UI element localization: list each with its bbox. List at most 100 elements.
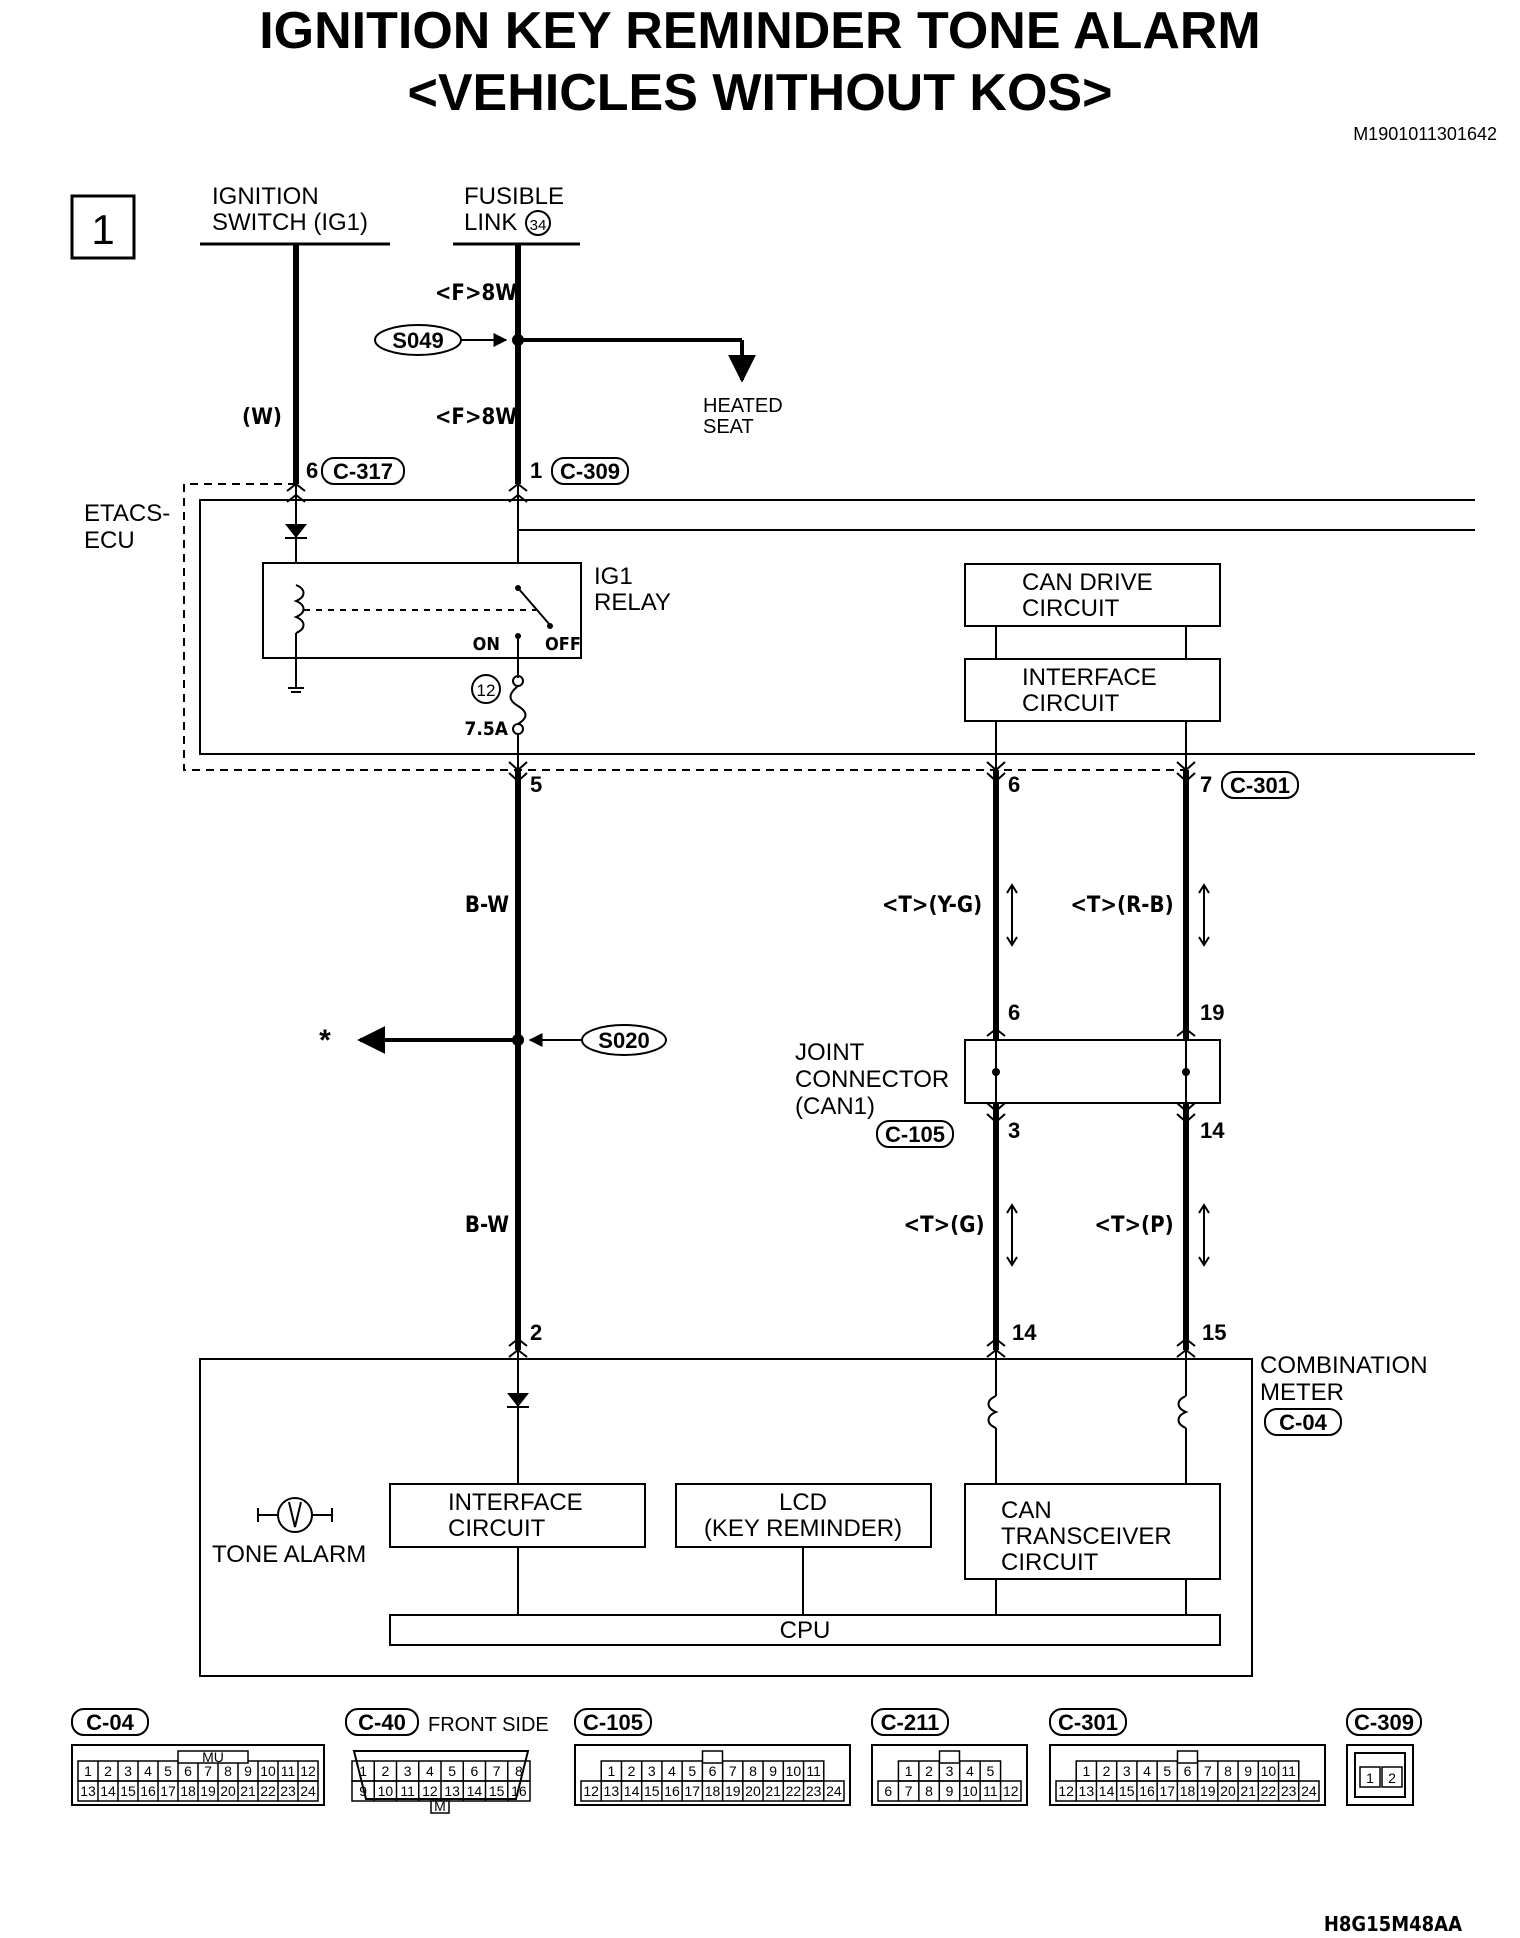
tone-alarm-label: TONE ALARM — [212, 1541, 366, 1568]
c301-pin-row — [1055, 1780, 1320, 1802]
joint-dot-right — [1182, 1068, 1190, 1076]
c105-pin-number: 7 — [729, 1763, 737, 1779]
interface-circuit-bottom-label: INTERFACE — [448, 1489, 583, 1516]
diagram-subtitle: <VEHICLES WITHOUT KOS> — [408, 64, 1113, 122]
c301-pin-number: 8 — [1224, 1763, 1232, 1779]
c301-pin-number: 19 — [1200, 1783, 1216, 1799]
c105-pin-number: 24 — [826, 1783, 842, 1799]
combination-meter-label-2: METER — [1260, 1379, 1344, 1406]
ignition-switch-label-2: SWITCH (IG1) — [212, 209, 368, 236]
c04-pin-number: 14 — [100, 1783, 116, 1799]
c40-pin-number: 6 — [470, 1763, 478, 1779]
heated-seat-label-2: SEAT — [703, 416, 754, 438]
page-number-box — [70, 194, 136, 260]
c04-pin-number: 16 — [140, 1783, 156, 1799]
etacs-ecu-label-2: ECU — [84, 527, 135, 554]
c40-key-tab — [430, 1800, 450, 1814]
c40-pin-number: 1 — [359, 1763, 367, 1779]
ig1-relay-label: IG1 — [594, 563, 633, 590]
c211-pin-number: 10 — [962, 1783, 978, 1799]
meter-coil-right-icon — [1177, 1395, 1189, 1429]
c105-label: C-105 — [885, 1122, 945, 1147]
c105-pin-number: 8 — [749, 1763, 757, 1779]
c211-pin-number: 2 — [925, 1763, 933, 1779]
c40-pin-number: 2 — [381, 1763, 389, 1779]
c301-pin-number: 5 — [1163, 1763, 1171, 1779]
c301-pin-number: 9 — [1244, 1763, 1252, 1779]
c301-pin-number: 24 — [1301, 1783, 1317, 1799]
pin-7-c301: 7 — [1200, 772, 1212, 797]
c105-pin-number: 21 — [765, 1783, 781, 1799]
c211-pin-number: 4 — [966, 1763, 974, 1779]
c211-pin-number: 5 — [986, 1763, 994, 1779]
c04-pin-number: 13 — [80, 1783, 96, 1799]
c40-face-name: C-40 — [358, 1710, 406, 1735]
relay-coil-icon — [293, 584, 305, 634]
interface-circuit-bottom-label-2: CIRCUIT — [448, 1515, 546, 1542]
asterisk-label: * — [319, 1024, 331, 1057]
c105-pin-number: 13 — [604, 1783, 620, 1799]
joint-connector-label-3: (CAN1) — [795, 1093, 875, 1120]
c105-pin-number: 17 — [684, 1783, 700, 1799]
c301-pin-number: 16 — [1139, 1783, 1155, 1799]
c301-pin-number: 23 — [1281, 1783, 1297, 1799]
c40-pin-number: 11 — [400, 1783, 415, 1799]
c301-pin-number: 4 — [1143, 1763, 1151, 1779]
c04-key-tab — [177, 1750, 249, 1764]
c309-outline — [1346, 1744, 1414, 1806]
combination-meter-label: COMBINATION — [1260, 1352, 1428, 1379]
document-code: M1901011301642 — [1353, 124, 1497, 144]
c309-inner — [1354, 1752, 1406, 1798]
cpu-label: CPU — [780, 1617, 831, 1644]
c211-pin-number: 12 — [1003, 1783, 1019, 1799]
can-drive-circuit-label-2: CIRCUIT — [1022, 595, 1120, 622]
c40-pin-number: 5 — [448, 1763, 456, 1779]
c105-key-tab — [701, 1750, 724, 1764]
c04-pin-number: 9 — [244, 1763, 252, 1779]
c309-pin-number: 2 — [1388, 1770, 1396, 1786]
c40-key-label: M — [434, 1798, 446, 1814]
c105-tag — [876, 1120, 954, 1148]
c105-pin-number: 22 — [786, 1783, 802, 1799]
c309-face-tag — [1346, 1708, 1422, 1736]
c105-pin-number: 6 — [709, 1763, 717, 1779]
c211-pin-number: 1 — [905, 1763, 913, 1779]
c309-label: C-309 — [560, 459, 620, 484]
c04-pin-number: 24 — [300, 1783, 316, 1799]
cpu-box — [389, 1614, 1221, 1646]
interface-circuit-top-label-2: CIRCUIT — [1022, 690, 1120, 717]
c105-pin-number: 15 — [644, 1783, 660, 1799]
fusible-number: 34 — [530, 217, 547, 234]
pin-15-meter: 15 — [1202, 1320, 1226, 1345]
wire-color-rb: <T>(R-B) — [1070, 893, 1173, 918]
c40-pin-number: 10 — [378, 1783, 394, 1799]
c301-key-tab — [1176, 1750, 1199, 1764]
c105-pin-number: 16 — [664, 1783, 680, 1799]
ignition-switch-label: IGNITION — [212, 183, 319, 210]
tone-alarm-needle — [288, 1501, 302, 1528]
c105-pin-number: 2 — [628, 1763, 636, 1779]
wire-color-g: <T>(G) — [903, 1213, 984, 1238]
fuse-rating: 7.5A — [464, 718, 508, 740]
c211-face-tag — [871, 1708, 949, 1736]
c211-pin-number: 8 — [925, 1783, 933, 1799]
c301-pin-number: 10 — [1261, 1763, 1277, 1779]
c04-face-name: C-04 — [86, 1710, 134, 1735]
can-transceiver-box — [964, 1483, 1221, 1580]
c04-pin-number: 5 — [164, 1763, 172, 1779]
lcd-label-2: (KEY REMINDER) — [704, 1515, 902, 1542]
wire-color-f8w-top: <F>8W — [435, 281, 517, 306]
lcd-label: LCD — [779, 1489, 827, 1516]
wire-color-f8w-mid: <F>8W — [435, 405, 517, 430]
joint-connector-box — [964, 1039, 1221, 1104]
c04-pin-number: 1 — [84, 1763, 92, 1779]
c301-pin-number: 13 — [1079, 1783, 1095, 1799]
c40-pin-number: 12 — [422, 1783, 438, 1799]
c105-outline — [574, 1744, 851, 1806]
c301-label: C-301 — [1230, 773, 1290, 798]
c40-outline — [352, 1750, 530, 1800]
c04-pin-number: 7 — [204, 1763, 212, 1779]
c105-pin-number: 19 — [725, 1783, 741, 1799]
c04-pin-number: 22 — [260, 1783, 276, 1799]
